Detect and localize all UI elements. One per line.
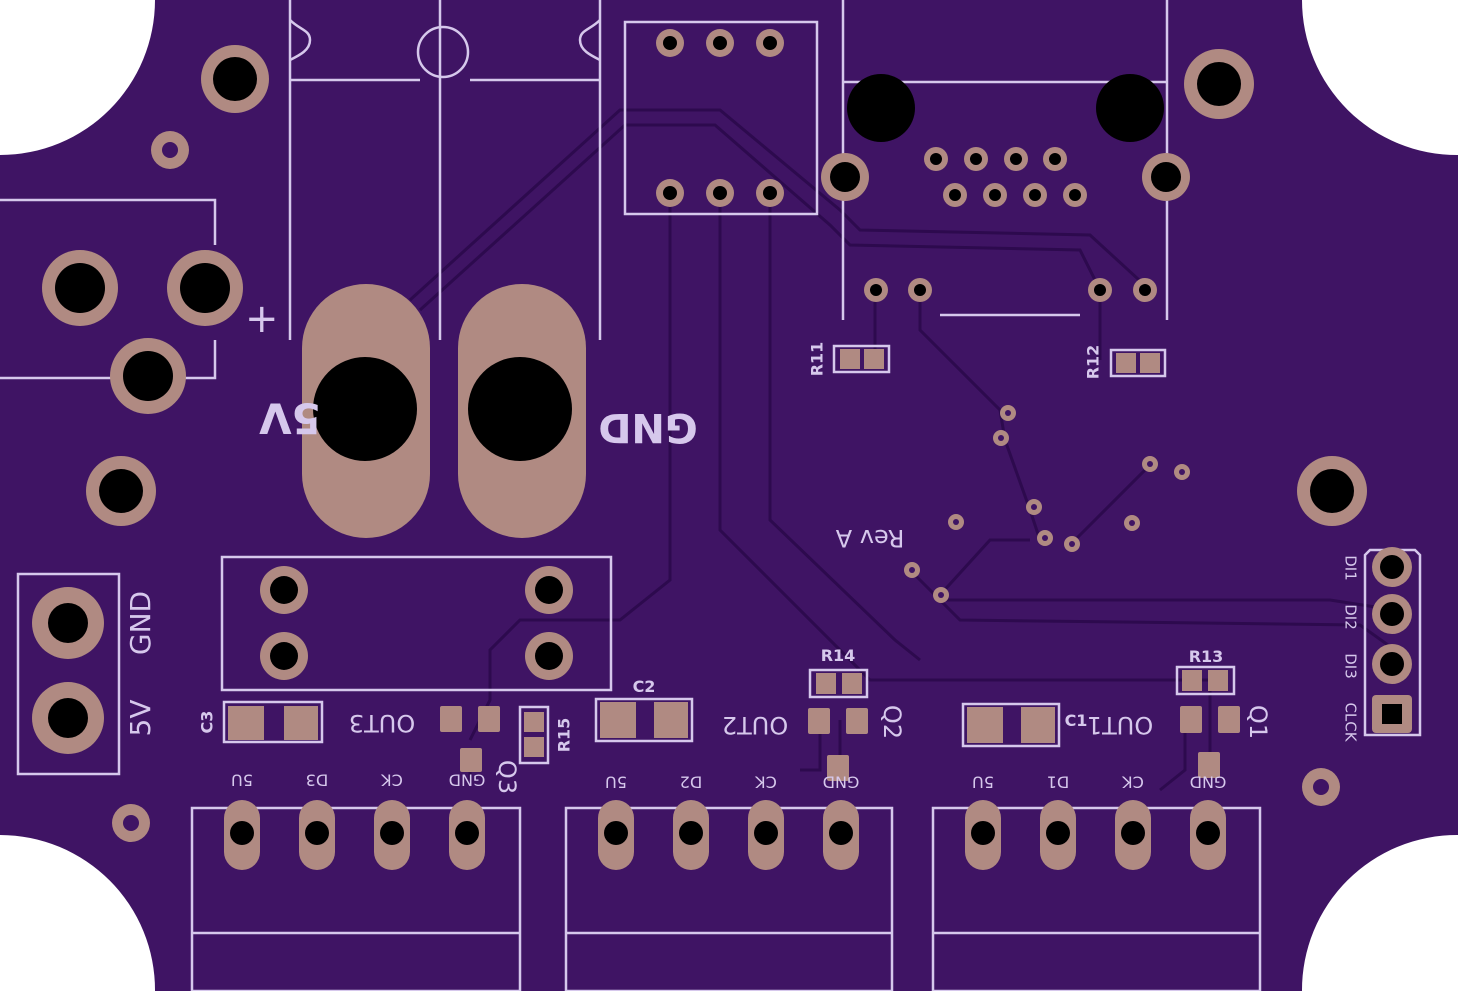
pads bbox=[32, 29, 1412, 870]
silkscreen-text: + 5V GND GND 5V Rev A R11 R12 R14 R13 R1… bbox=[124, 296, 1360, 794]
power-5v-label: 5V bbox=[259, 394, 321, 443]
c3-label: C3 bbox=[198, 711, 217, 734]
terminal-gnd-label: GND bbox=[124, 591, 157, 655]
out3-label: OUT3 bbox=[349, 709, 415, 737]
di3-label: DI3 bbox=[1342, 653, 1360, 679]
q1-label: Q1 bbox=[1244, 705, 1272, 739]
conn1-pin-ck: CK bbox=[1122, 773, 1144, 792]
conn1-pin-gnd: GND bbox=[1190, 773, 1227, 792]
conn2-pin-d2: D2 bbox=[680, 773, 703, 792]
clck-label: CLCK bbox=[1342, 702, 1360, 742]
out1-label: OUT1 bbox=[1087, 711, 1153, 739]
conn1-pin-d1: D1 bbox=[1047, 773, 1070, 792]
conn2-pin-gnd: GND bbox=[823, 773, 860, 792]
power-gnd-label: GND bbox=[598, 404, 698, 450]
conn2-pin-ck: CK bbox=[755, 773, 777, 792]
rev-label: Rev A bbox=[835, 524, 904, 552]
q3-label: Q3 bbox=[493, 760, 521, 794]
r15-label: R15 bbox=[555, 718, 574, 753]
plus-label: + bbox=[245, 296, 279, 342]
di1-label: DI1 bbox=[1342, 555, 1360, 581]
c2-label: C2 bbox=[633, 677, 656, 696]
conn3-pin-5u: 5U bbox=[231, 771, 253, 790]
conn2-pin-5u: 5U bbox=[605, 773, 627, 792]
conn1-pin-5u: 5U bbox=[972, 773, 994, 792]
r13-label: R13 bbox=[1189, 647, 1224, 666]
c1-label: C1 bbox=[1065, 711, 1088, 730]
di2-label: DI2 bbox=[1342, 604, 1360, 630]
conn3-pin-gnd: GND bbox=[449, 771, 486, 790]
r14-label: R14 bbox=[821, 646, 856, 665]
r11-label: R11 bbox=[808, 342, 827, 377]
r12-label: R12 bbox=[1084, 345, 1103, 380]
q2-label: Q2 bbox=[878, 705, 906, 739]
conn3-pin-ck: CK bbox=[381, 771, 403, 790]
out2-label: OUT2 bbox=[722, 711, 788, 739]
conn3-pin-d3: D3 bbox=[306, 771, 329, 790]
terminal-5v-label: 5V bbox=[124, 700, 157, 737]
